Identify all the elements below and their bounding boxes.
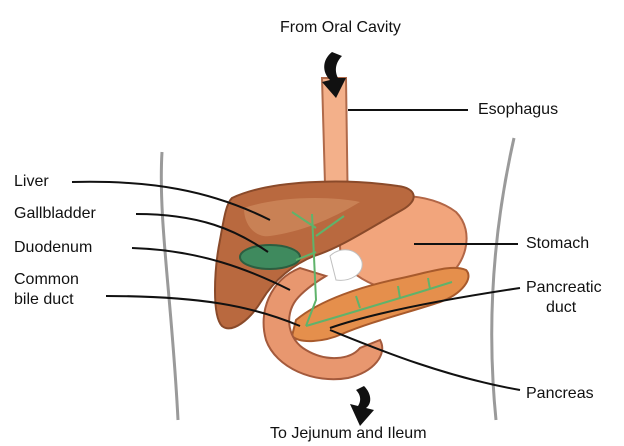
torso-right-outline [492, 138, 514, 420]
outflow-arrow-icon [350, 386, 374, 426]
label-stomach: Stomach [526, 234, 589, 254]
gallbladder [240, 245, 300, 269]
label-liver: Liver [14, 172, 49, 192]
label-duodenum: Duodenum [14, 238, 92, 258]
label-from-oral-cavity: From Oral Cavity [280, 18, 401, 38]
label-pancreas: Pancreas [526, 384, 594, 404]
label-gallbladder: Gallbladder [14, 204, 96, 224]
torso-left-outline [161, 152, 178, 420]
label-pancreatic-duct-line2: duct [546, 298, 576, 318]
label-to-jejunum-ileum: To Jejunum and Ileum [270, 424, 427, 444]
label-common-bile-duct-line2: bile duct [14, 290, 74, 310]
label-esophagus: Esophagus [478, 100, 558, 120]
label-common-bile-duct-line1: Common [14, 270, 79, 290]
label-pancreatic-duct-line1: Pancreatic [526, 278, 602, 298]
